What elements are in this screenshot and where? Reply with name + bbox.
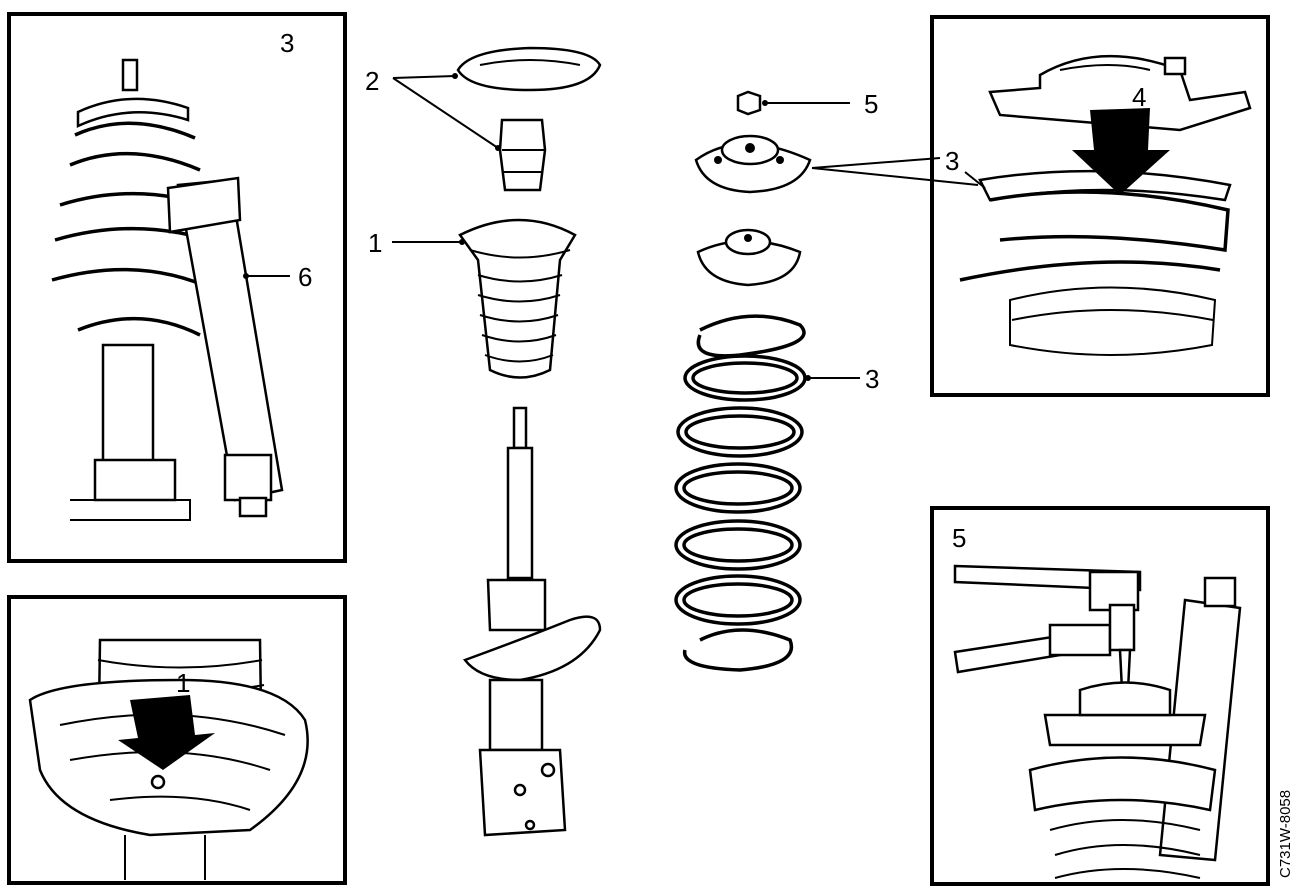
part-1-boot: 1 bbox=[368, 218, 577, 379]
inset-spring-compressor: 6 3 bbox=[7, 12, 347, 563]
inset-boot-seating: 1 bbox=[7, 595, 347, 885]
inset-d-number: 5 bbox=[952, 523, 966, 553]
part-3-label: 3 bbox=[865, 364, 879, 394]
inset-mount-alignment: 4 3 bbox=[930, 15, 1270, 397]
upper-mount bbox=[694, 134, 979, 194]
inset-nut-tightening: 5 bbox=[930, 506, 1270, 886]
part-5-label: 5 bbox=[864, 89, 878, 119]
inset-c-side-label: 3 bbox=[945, 146, 959, 176]
inset-a-number: 3 bbox=[280, 28, 294, 58]
part-2-bumpstop-seat: 2 bbox=[365, 46, 602, 192]
part-1-label: 1 bbox=[368, 228, 382, 258]
part-2-label: 2 bbox=[365, 66, 379, 96]
bearing-mount bbox=[696, 228, 802, 287]
drawing-code: C731W-8058 bbox=[1277, 790, 1294, 878]
inset-a-callout-label: 6 bbox=[298, 262, 312, 292]
inset-c-arrow-label: 4 bbox=[1132, 82, 1146, 112]
inset-b-number: 1 bbox=[176, 668, 190, 698]
part-3-coil-spring: 3 bbox=[674, 314, 879, 672]
shock-absorber bbox=[462, 406, 602, 837]
part-5-nut: 5 bbox=[736, 89, 878, 119]
